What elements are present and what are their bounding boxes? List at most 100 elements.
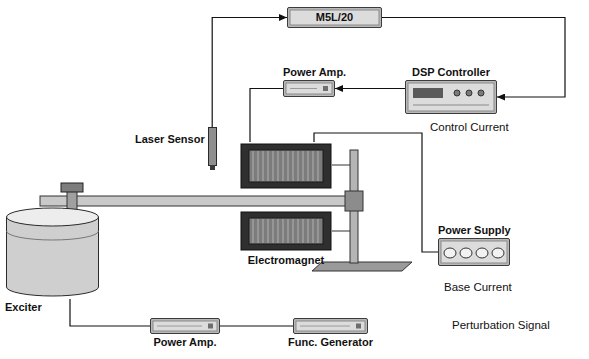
sensor-tip <box>210 165 215 170</box>
device-panel <box>286 83 332 94</box>
shape-outline <box>208 127 217 171</box>
signal-label: Control Current <box>430 120 509 134</box>
device-graphic <box>240 142 332 252</box>
coil-winding <box>313 219 314 243</box>
device-display <box>413 88 443 98</box>
node-label: M5L/20 <box>316 11 353 24</box>
amplifier-box: M5L/20 <box>287 7 382 28</box>
controller-box: DSP Controller <box>405 66 497 114</box>
signal-wire <box>250 89 283 143</box>
signal-wire <box>335 88 405 89</box>
signal-wire <box>220 325 293 326</box>
signal-wire <box>314 133 438 252</box>
coil-winding <box>273 151 274 181</box>
coil-winding <box>303 151 304 181</box>
device-slot <box>290 88 317 89</box>
electromagnet: Electromagnet <box>240 142 332 267</box>
stand-base <box>312 262 412 271</box>
magnet-coil <box>249 218 323 244</box>
shape-outline <box>405 80 497 114</box>
device-knob <box>356 324 361 329</box>
coil-winding <box>253 151 254 181</box>
coil-winding <box>263 219 264 243</box>
shape-outline <box>293 318 368 334</box>
signal-label: Base Current <box>444 280 512 294</box>
magnet-wire <box>332 165 350 166</box>
node-label: Func. Generator <box>288 336 373 349</box>
magnet-core <box>241 212 331 250</box>
signal-label: Perturbation Signal <box>452 318 550 332</box>
coil-winding <box>318 151 319 181</box>
shape-outline <box>150 318 220 334</box>
device-panel <box>296 321 365 331</box>
power-amp-box: Power Amp. <box>283 66 346 97</box>
device-slot <box>413 105 489 106</box>
laser-sensor: Laser Sensor <box>135 127 217 171</box>
magnet-core <box>241 144 331 188</box>
node-label: Power Amp. <box>153 336 216 349</box>
power-supply-box: Power Supply <box>438 224 511 266</box>
device-slot <box>157 326 202 327</box>
coil-winding <box>253 219 254 243</box>
coil-winding <box>303 219 304 243</box>
device-knob <box>454 90 460 96</box>
beam-clamp <box>345 191 363 211</box>
device-graphic <box>5 207 100 299</box>
node-label: DSP Controller <box>412 66 490 79</box>
power-amp-box: Power Amp. <box>150 318 220 349</box>
coil-winding <box>268 151 269 181</box>
magnet-coil <box>249 150 323 182</box>
node-label: Power Amp. <box>283 66 346 79</box>
supply-dial <box>492 248 504 258</box>
coil-winding <box>298 219 299 243</box>
device-case <box>293 319 367 334</box>
exciter-body <box>7 217 99 296</box>
coil-winding <box>298 151 299 181</box>
device-case <box>439 239 510 266</box>
device-panel <box>441 241 507 263</box>
device-graphic <box>208 127 217 171</box>
coil-winding <box>258 151 259 181</box>
device-case <box>406 81 497 114</box>
coil-winding <box>263 151 264 181</box>
cantilever-beam <box>40 196 352 206</box>
coil-winding <box>278 151 279 181</box>
device-knob <box>478 90 484 96</box>
supply-dial <box>460 248 472 258</box>
device-graphic <box>405 80 497 114</box>
coil-winding <box>293 219 294 243</box>
coil-winding <box>293 151 294 181</box>
device-knob <box>466 90 472 96</box>
node-label: Power Supply <box>438 224 511 237</box>
shape-outline <box>283 80 335 97</box>
exciter-band <box>7 231 99 240</box>
shape-outline <box>240 142 332 252</box>
coil-winding <box>268 219 269 243</box>
exciter-top <box>7 208 99 226</box>
coil-winding <box>273 219 274 243</box>
node-label: Electromagnet <box>248 254 324 267</box>
coil-winding <box>283 219 284 243</box>
device-case <box>288 8 382 28</box>
function-generator-box: Func. Generator <box>288 318 373 349</box>
sensor-body <box>208 128 216 166</box>
beam-mass <box>61 183 83 192</box>
node-label: Exciter <box>5 301 42 314</box>
device-graphic <box>283 80 335 97</box>
device-slot <box>300 326 350 327</box>
coil-winding <box>313 151 314 181</box>
coil-winding <box>258 219 259 243</box>
coil-winding <box>288 151 289 181</box>
device-panel <box>153 321 217 331</box>
supply-dial <box>476 248 488 258</box>
coil-winding <box>278 219 279 243</box>
device-panel <box>290 10 379 25</box>
device-case <box>284 81 335 97</box>
device-knob <box>208 324 213 329</box>
magnet-wire <box>332 231 350 232</box>
supply-dial <box>444 248 456 258</box>
device-case <box>151 319 220 334</box>
coil-winding <box>283 151 284 181</box>
coil-winding <box>288 219 289 243</box>
device-graphic <box>438 238 510 266</box>
